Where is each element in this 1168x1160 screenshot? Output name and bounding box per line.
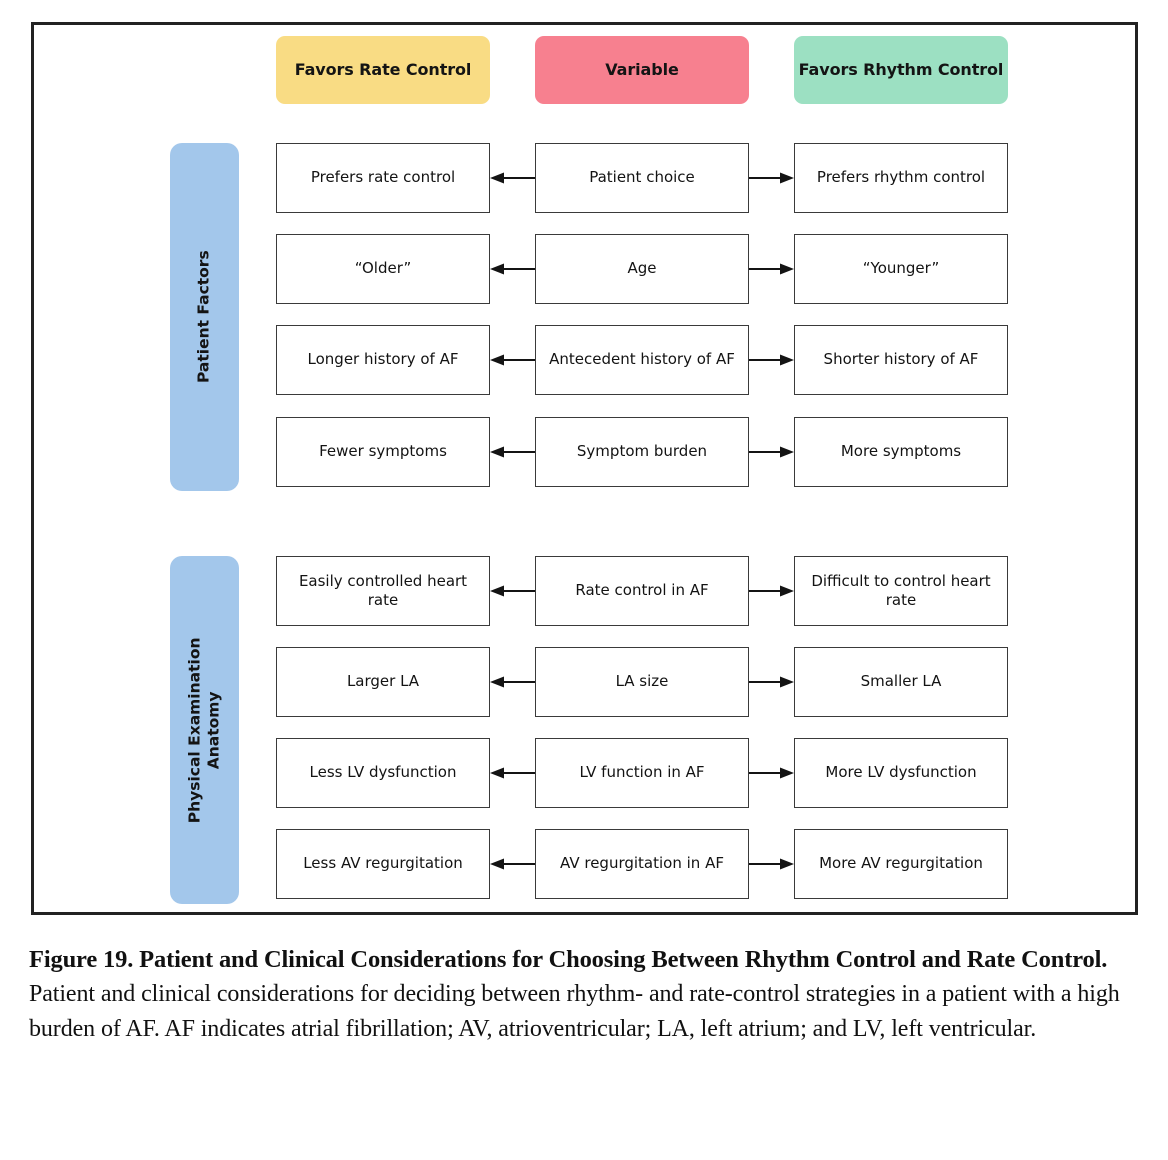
header-variable: Variable — [535, 36, 749, 104]
rhythm-control-box: More AV regurgitation — [794, 829, 1008, 899]
rhythm-control-box: More symptoms — [794, 417, 1008, 487]
arrow-right-icon — [749, 354, 794, 366]
variable-box: Rate control in AF — [535, 556, 749, 626]
rate-control-box: “Older” — [276, 234, 490, 304]
rate-control-box: Easily controlled heart rate — [276, 556, 490, 626]
comparison-row: “Older” Age “Younger” — [34, 234, 1135, 304]
arrow-right-icon — [749, 858, 794, 870]
comparison-row: Less AV regurgitation AV regurgitation in… — [34, 829, 1135, 899]
comparison-row: Less LV dysfunction LV function in AF More… — [34, 738, 1135, 808]
arrow-left-icon — [490, 354, 535, 366]
header-label: Variable — [605, 60, 679, 79]
rate-control-box: Longer history of AF — [276, 325, 490, 395]
rate-control-box: Less AV regurgitation — [276, 829, 490, 899]
arrow-right-icon — [749, 767, 794, 779]
variable-box: LV function in AF — [535, 738, 749, 808]
arrow-left-icon — [490, 767, 535, 779]
arrow-left-icon — [490, 263, 535, 275]
header-favors-rhythm-control: Favors Rhythm Control — [794, 36, 1008, 104]
rhythm-control-box: More LV dysfunction — [794, 738, 1008, 808]
variable-box: Age — [535, 234, 749, 304]
comparison-row: Easily controlled heart rate Rate control… — [34, 556, 1135, 626]
arrow-left-icon — [490, 858, 535, 870]
variable-box: Symptom burden — [535, 417, 749, 487]
rhythm-control-box: “Younger” — [794, 234, 1008, 304]
caption-title: Figure 19. Patient and Clinical Consider… — [29, 946, 1108, 973]
variable-box: LA size — [535, 647, 749, 717]
comparison-row: Prefers rate control Patient choice Prefer… — [34, 143, 1135, 213]
rate-control-box: Less LV dysfunction — [276, 738, 490, 808]
rate-control-box: Fewer symptoms — [276, 417, 490, 487]
arrow-right-icon — [749, 446, 794, 458]
arrow-left-icon — [490, 446, 535, 458]
rhythm-control-box: Difficult to control heart rate — [794, 556, 1008, 626]
rhythm-control-box: Shorter history of AF — [794, 325, 1008, 395]
header-favors-rate-control: Favors Rate Control — [276, 36, 490, 104]
variable-box: Patient choice — [535, 143, 749, 213]
arrow-right-icon — [749, 263, 794, 275]
arrow-right-icon — [749, 585, 794, 597]
group-label-patient-factors: Patient Factors — [170, 143, 239, 491]
comparison-row: Larger LA LA size Smaller LA — [34, 647, 1135, 717]
arrow-left-icon — [490, 676, 535, 688]
arrow-left-icon — [490, 585, 535, 597]
figure-frame: Favors Rate Control Variable Favors Rhyt… — [31, 22, 1138, 915]
rhythm-control-box: Prefers rhythm control — [794, 143, 1008, 213]
arrow-right-icon — [749, 676, 794, 688]
comparison-row: Fewer symptoms Symptom burden More symptom… — [34, 417, 1135, 487]
rhythm-control-box: Smaller LA — [794, 647, 1008, 717]
variable-box: Antecedent history of AF — [535, 325, 749, 395]
header-label: Favors Rate Control — [294, 60, 472, 79]
figure-caption: Figure 19. Patient and Clinical Consider… — [29, 944, 1144, 1047]
caption-body: Patient and clinical considerations for … — [29, 981, 1120, 1043]
comparison-row: Longer history of AF Antecedent history o… — [34, 325, 1135, 395]
header-label: Favors Rhythm Control — [798, 60, 1004, 79]
rate-control-box: Prefers rate control — [276, 143, 490, 213]
arrow-left-icon — [490, 172, 535, 184]
arrow-right-icon — [749, 172, 794, 184]
variable-box: AV regurgitation in AF — [535, 829, 749, 899]
rate-control-box: Larger LA — [276, 647, 490, 717]
